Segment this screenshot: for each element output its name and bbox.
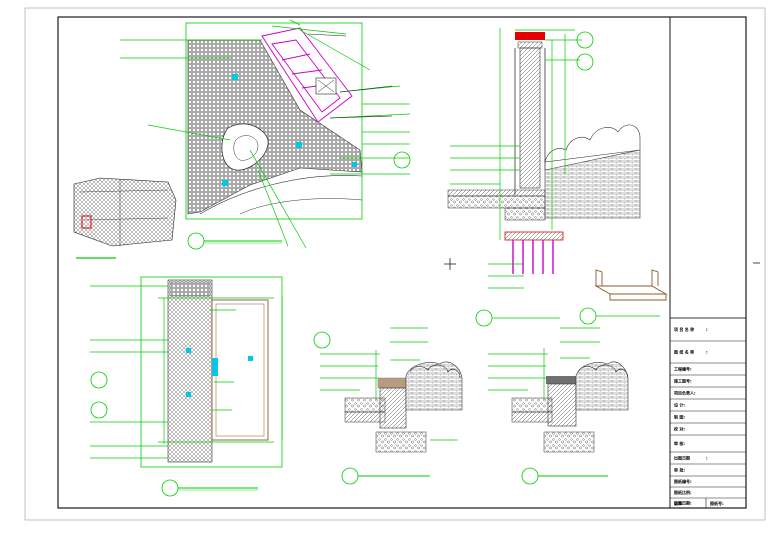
- title-block: 项 目 名 称: 图 纸 名 称: 工程编号: 施工图号: 项目负责人: 设 计: 制 图:…: [670, 317, 746, 508]
- title-block-footer-right: 图纸号:: [710, 500, 724, 506]
- outer-border: [24, 7, 766, 521]
- title-block-label: 图纸比例:: [674, 489, 692, 495]
- title-block-label: 出图日期:: [674, 500, 692, 506]
- title-block-label: 项 目 名 称: [674, 326, 694, 332]
- planter-plan: [90, 276, 283, 497]
- title-block-label: 施工图号:: [673, 378, 692, 384]
- planter-section-b: [475, 309, 629, 485]
- title-block-value: :: [706, 456, 708, 461]
- title-block-label: 审 核:: [674, 440, 685, 446]
- title-block-label: 图纸编号:: [674, 478, 692, 484]
- title-block-label: 项目负责人:: [674, 390, 696, 396]
- key-plan: [73, 177, 177, 259]
- wall-section: [444, 28, 641, 289]
- title-block-label: 出图日期: [674, 455, 690, 461]
- drawing-frame: [57, 16, 747, 509]
- title-block-value: :: [706, 350, 708, 355]
- planter-isometric: [594, 269, 668, 301]
- site-plan: [120, 19, 411, 250]
- planter-section-a: [313, 327, 463, 485]
- title-block-footer-left: 版本:: [673, 500, 684, 506]
- title-block-label: 制 图:: [674, 414, 685, 420]
- title-block-label: 审 批:: [674, 467, 685, 473]
- title-block-label: 设 计:: [674, 402, 685, 408]
- title-block-value: :: [706, 327, 708, 332]
- title-block-label: 工程编号:: [674, 366, 692, 372]
- title-block-label: 校 对:: [674, 426, 685, 432]
- title-block-label: 图 纸 名 称: [674, 349, 694, 355]
